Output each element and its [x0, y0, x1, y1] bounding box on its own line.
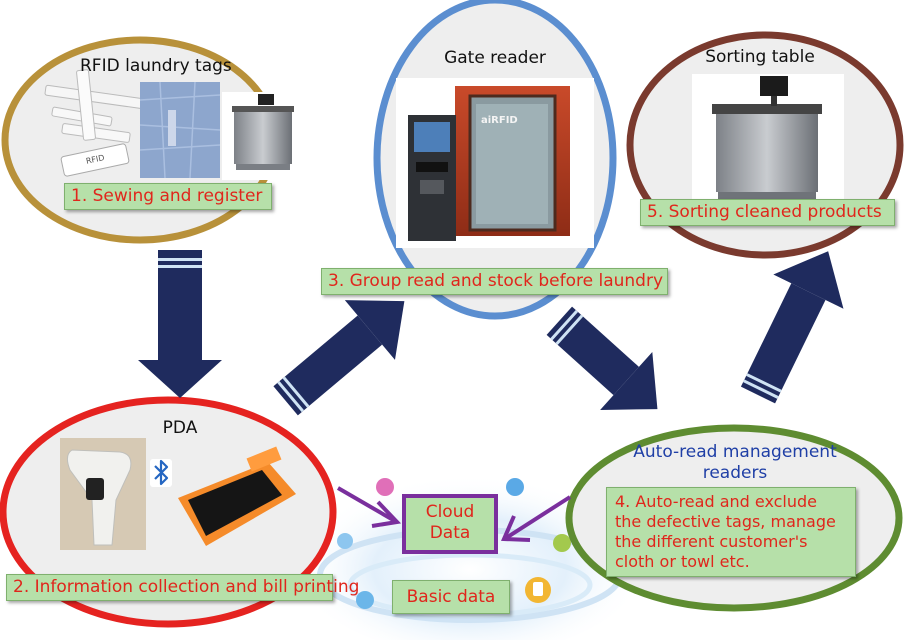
arrow-pda-to-cloud [336, 486, 397, 523]
laundry-tags-image: RFID [44, 69, 146, 177]
step-4-box: 4. Auto-read and exclude the defective t… [606, 487, 856, 577]
gate-title: Gate reader [444, 48, 546, 68]
node-pda [0, 396, 337, 628]
sorting-table-image [692, 74, 844, 204]
handheld-scanner-image [60, 438, 146, 550]
node-gate-reader: aiRFID [373, 0, 617, 320]
flow-arrows [138, 250, 844, 416]
arrow-auto-to-cloud [504, 495, 572, 540]
arrow-pda-to-cloud-head [371, 500, 402, 528]
arrow-tags-to-pda [138, 250, 222, 398]
bluetooth-icon [150, 459, 172, 487]
step-5-box: 5. Sorting cleaned products [640, 199, 895, 226]
tag-logo: RFID [85, 153, 105, 166]
sorting-machine-thumb [222, 92, 304, 180]
arrow-pda-to-gate [273, 300, 405, 416]
tags-title: RFID laundry tags [80, 56, 232, 76]
cloud-arrows [336, 486, 572, 542]
pda-title: PDA [162, 418, 198, 438]
cloud-data-box: Cloud Data [402, 494, 498, 554]
gate-reader-image: aiRFID [396, 78, 594, 248]
pda-printer-image [178, 446, 296, 546]
gate-logo: aiRFID [481, 115, 518, 126]
step-1-box: 1. Sewing and register [64, 183, 272, 210]
basic-data-box: Basic data [392, 580, 510, 614]
arrow-auto-to-cloud-head [500, 515, 531, 542]
sorting-title: Sorting table [705, 47, 815, 67]
step-2-box: 2. Information collection and bill print… [6, 574, 359, 601]
step-3-box: 3. Group read and stock before laundry [321, 268, 668, 295]
arrow-gate-to-auto [546, 306, 658, 410]
fabric-image [139, 81, 221, 179]
arrow-auto-to-sorting [740, 251, 844, 404]
auto-title: Auto-read management readers [633, 442, 837, 483]
